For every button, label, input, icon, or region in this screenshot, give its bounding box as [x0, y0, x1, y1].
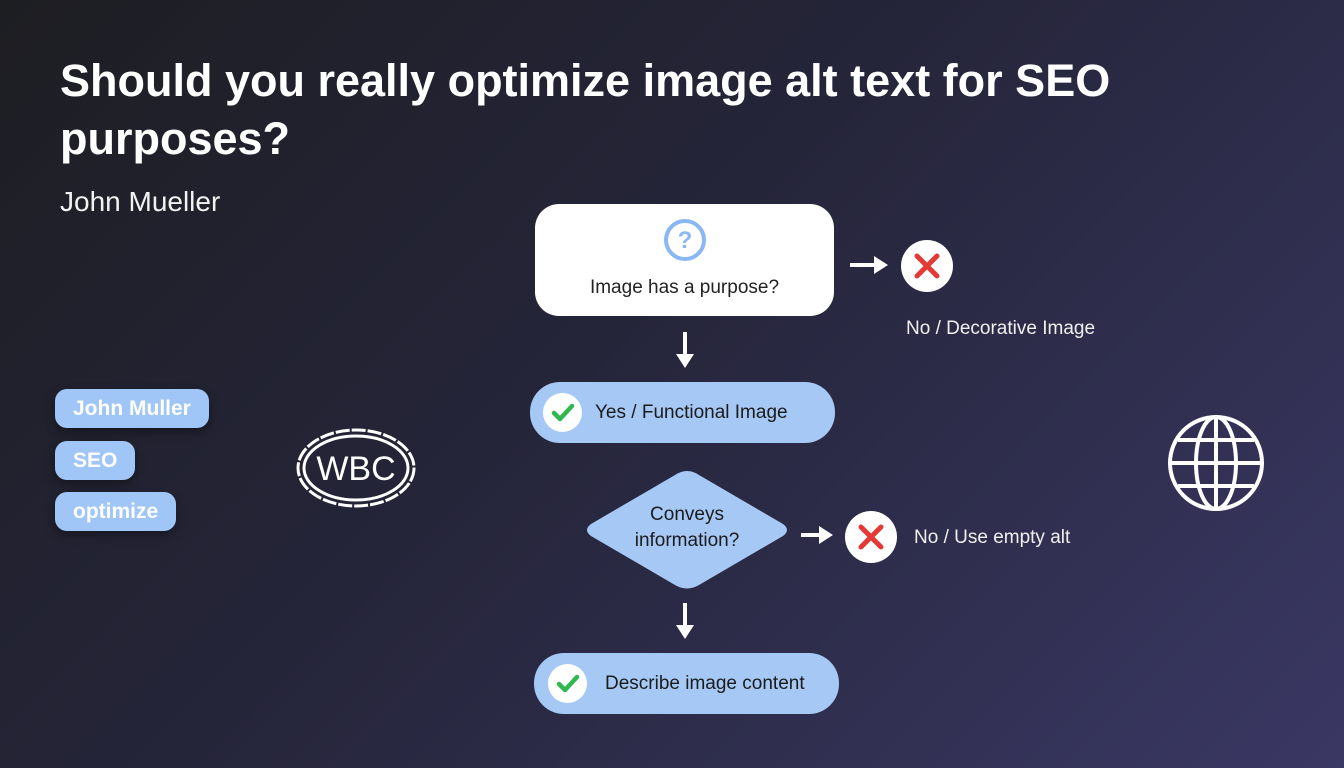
arrow-right-icon	[850, 256, 888, 274]
tag-optimize[interactable]: optimize	[55, 492, 177, 531]
check-badge	[548, 664, 587, 703]
decision-line-2: information?	[634, 530, 740, 551]
describe-content-text: Describe image content	[605, 673, 805, 694]
yes-functional-text: Yes / Functional Image	[595, 402, 788, 423]
globe-icon	[1168, 415, 1264, 511]
decision-line-1: Conveys	[650, 504, 724, 525]
wbc-logo: WBC	[296, 428, 416, 508]
check-icon	[556, 674, 580, 693]
svg-text:WBC: WBC	[316, 450, 395, 488]
svg-text:?: ?	[678, 227, 693, 254]
purpose-question-box: ? Image has a purpose?	[535, 204, 834, 316]
question-icon: ?	[664, 219, 706, 261]
arrow-down-icon	[676, 332, 694, 368]
describe-content-pill: Describe image content	[534, 653, 839, 714]
page-title: Should you really optimize image alt tex…	[60, 55, 1111, 164]
question-text: Image has a purpose?	[589, 277, 780, 298]
no-decorative-label: No / Decorative Image	[906, 318, 1096, 339]
arrow-right-icon	[801, 526, 833, 544]
conveys-information-decision: Conveys information?	[580, 468, 794, 592]
check-icon	[551, 403, 575, 422]
author-subtitle: John Mueller	[60, 186, 221, 217]
arrow-down-icon	[676, 603, 694, 639]
yes-functional-pill: Yes / Functional Image	[530, 382, 835, 443]
check-badge	[543, 393, 582, 432]
no-empty-alt-label: No / Use empty alt	[914, 527, 1071, 548]
cross-icon	[914, 253, 940, 279]
tag-john-muller[interactable]: John Muller	[55, 389, 209, 428]
tag-seo[interactable]: SEO	[55, 441, 136, 480]
cross-badge	[901, 240, 953, 292]
cross-badge	[845, 511, 897, 563]
cross-icon	[858, 524, 884, 550]
